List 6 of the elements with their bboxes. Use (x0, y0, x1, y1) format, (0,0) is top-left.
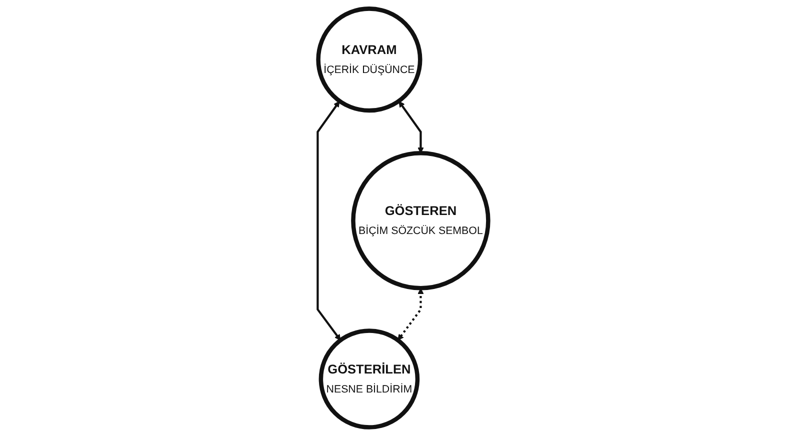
arrow (398, 288, 424, 341)
node-circle: KAVRAM İÇERİK DÜŞÜNCE (316, 6, 422, 113)
node-circle: GÖSTEREN BİÇİM SÖZCÜK SEMBOL (351, 151, 490, 290)
node-circle: GÖSTERİLEN NESNE BİLDİRİM (318, 328, 420, 430)
arrow (398, 101, 424, 154)
arrow (316, 101, 341, 341)
